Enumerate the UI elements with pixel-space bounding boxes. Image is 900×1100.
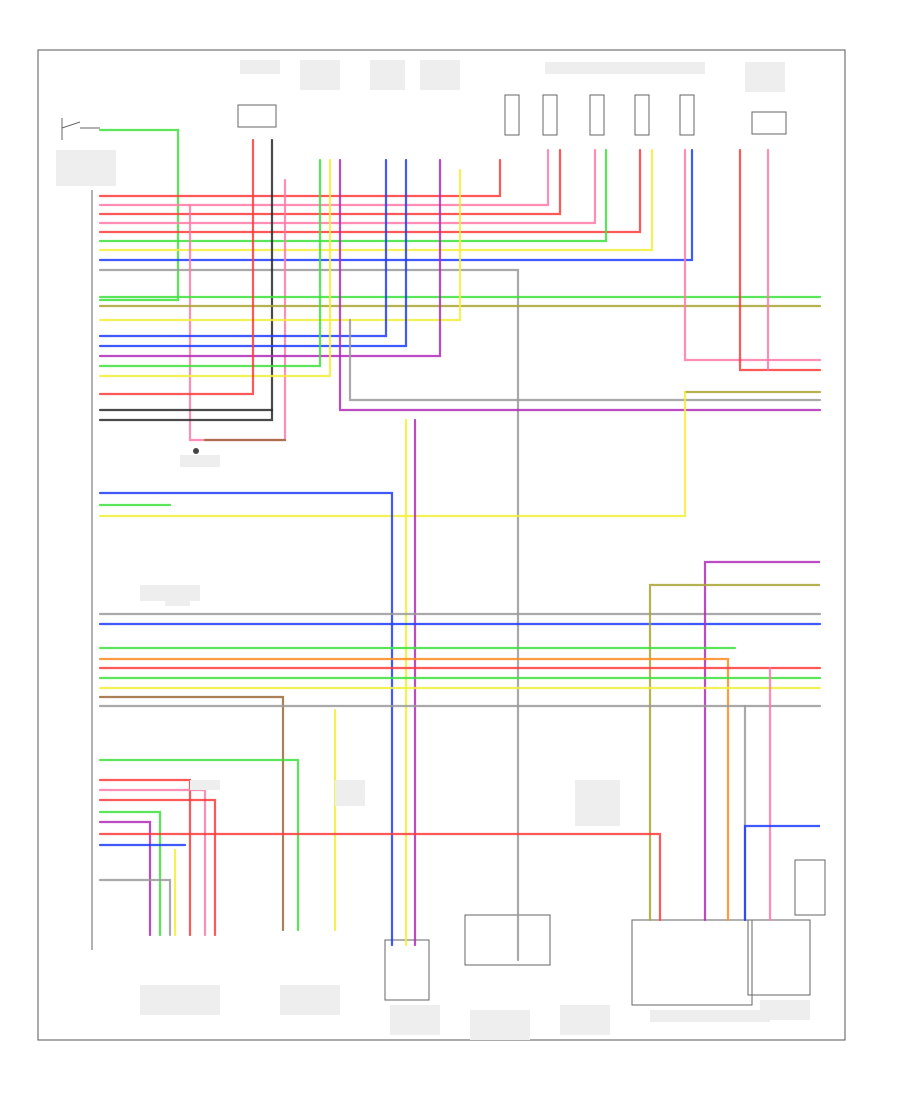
unreadable-label-mark — [370, 60, 405, 90]
wire-red — [98, 778, 192, 937]
connector-box — [634, 94, 650, 136]
wire-pink — [98, 148, 550, 207]
wire-red — [98, 832, 662, 922]
wire-green — [98, 810, 162, 937]
unreadable-label-mark — [140, 985, 220, 1015]
ground-node — [193, 448, 199, 454]
unreadable-label-mark — [56, 150, 116, 186]
connector-box — [504, 94, 520, 136]
unreadable-label-mark — [140, 585, 200, 601]
wire-green — [98, 158, 322, 368]
unreadable-label-mark — [470, 1010, 530, 1040]
wire-pink — [98, 148, 597, 225]
wire-gray — [98, 878, 172, 937]
wire-blue — [98, 158, 388, 338]
wire-olive — [648, 583, 820, 922]
unreadable-label-mark — [760, 1000, 810, 1020]
unreadable-label-mark — [390, 1005, 440, 1035]
unreadable-label-mark — [420, 60, 460, 90]
connector-box — [751, 111, 787, 135]
connector-box — [542, 94, 558, 136]
unreadable-label-mark — [190, 780, 220, 790]
unreadable-label-mark — [280, 985, 340, 1015]
wire-green — [98, 758, 300, 932]
diagram-frame — [37, 49, 846, 1041]
wire-brown — [98, 695, 285, 932]
component-box — [384, 939, 430, 1001]
wire-yellow — [98, 148, 654, 252]
wire-red — [98, 148, 642, 234]
unreadable-label-mark — [240, 60, 280, 74]
wire-blue — [98, 148, 694, 262]
unreadable-label-mark — [180, 455, 220, 467]
component-box — [631, 919, 753, 1006]
wire-red — [98, 798, 217, 937]
wire-gray — [98, 268, 520, 962]
connector-box — [589, 94, 605, 136]
wire-orange — [98, 657, 730, 922]
wire-black — [98, 138, 274, 422]
wire-yellow — [98, 158, 332, 378]
component-box — [794, 859, 826, 916]
wire-gray — [348, 318, 822, 402]
wire-red — [738, 148, 822, 372]
unreadable-label-mark — [335, 780, 365, 806]
wire-purple — [98, 820, 152, 937]
wire-pink — [683, 148, 822, 362]
connector-box — [237, 104, 277, 128]
unreadable-label-mark — [300, 60, 340, 90]
unreadable-label-mark — [560, 1005, 610, 1035]
component-box — [747, 919, 811, 996]
wire-purple — [98, 158, 442, 358]
connector-box — [679, 94, 695, 136]
label-group — [56, 60, 810, 1040]
wire-blue — [743, 824, 820, 922]
unreadable-label-mark — [745, 62, 785, 92]
wire-purple — [338, 158, 822, 412]
wire-green — [98, 148, 608, 243]
wire-red — [98, 138, 255, 396]
wire-blue — [98, 158, 408, 348]
unreadable-label-mark — [545, 62, 705, 74]
unreadable-label-mark — [165, 598, 190, 606]
unreadable-label-mark — [650, 1010, 770, 1022]
wire-red — [98, 158, 502, 198]
wire-group — [98, 128, 822, 962]
wire-purple — [703, 560, 820, 922]
switch-symbol — [61, 118, 100, 140]
wire-yellow — [98, 168, 462, 322]
unreadable-label-mark — [575, 780, 620, 826]
bottom-components — [384, 859, 826, 1006]
top-connectors — [237, 94, 787, 136]
wire-blue — [98, 491, 394, 947]
component-box — [464, 914, 551, 966]
wire-pink — [188, 178, 287, 442]
wire-yellow — [98, 390, 687, 518]
